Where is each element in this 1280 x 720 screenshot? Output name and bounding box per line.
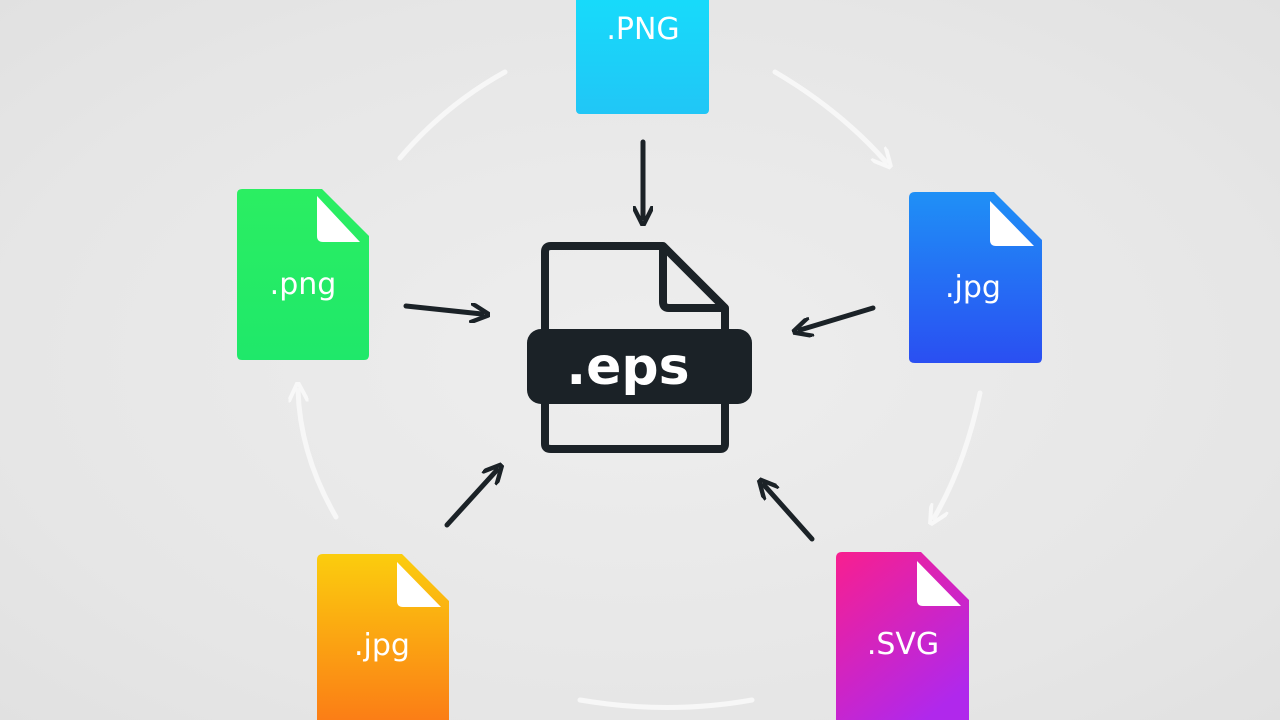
conversion-arrows — [403, 139, 876, 542]
folded-corner-icon — [659, 250, 721, 312]
cycle-arc-left — [298, 390, 339, 520]
cycle-arc-right — [934, 390, 983, 518]
eps-file-icon: .eps — [527, 242, 752, 453]
arrow-from-bottom-right — [764, 485, 815, 542]
arrow-from-bottom-left — [444, 470, 497, 528]
cycle-arc-top-right — [772, 69, 886, 162]
file-png-top: .PNG — [576, 0, 709, 114]
folded-corner-icon — [317, 196, 360, 242]
file-label: .PNG — [606, 12, 679, 47]
file-label: .SVG — [867, 627, 939, 662]
eps-label-banner — [527, 329, 752, 404]
arrow-from-left — [403, 306, 482, 314]
folded-corner-icon — [990, 201, 1034, 246]
file-label: .png — [270, 267, 337, 302]
eps-label: .eps — [566, 337, 689, 397]
file-jpg-bottom-left: .jpg — [317, 554, 449, 720]
cycle-arcs — [298, 69, 983, 710]
file-png-left: .png — [237, 189, 369, 360]
file-jpg-right: .jpg — [909, 192, 1042, 363]
cycle-arc-top-left — [397, 69, 508, 161]
cycle-arc-bottom — [577, 697, 755, 710]
file-label: .jpg — [945, 270, 1001, 305]
folded-corner-icon — [397, 562, 441, 607]
arrow-from-right — [800, 305, 876, 330]
file-svg-bottom-right: .SVG — [836, 552, 969, 720]
file-label: .jpg — [354, 628, 410, 663]
folded-corner-icon — [917, 561, 961, 606]
